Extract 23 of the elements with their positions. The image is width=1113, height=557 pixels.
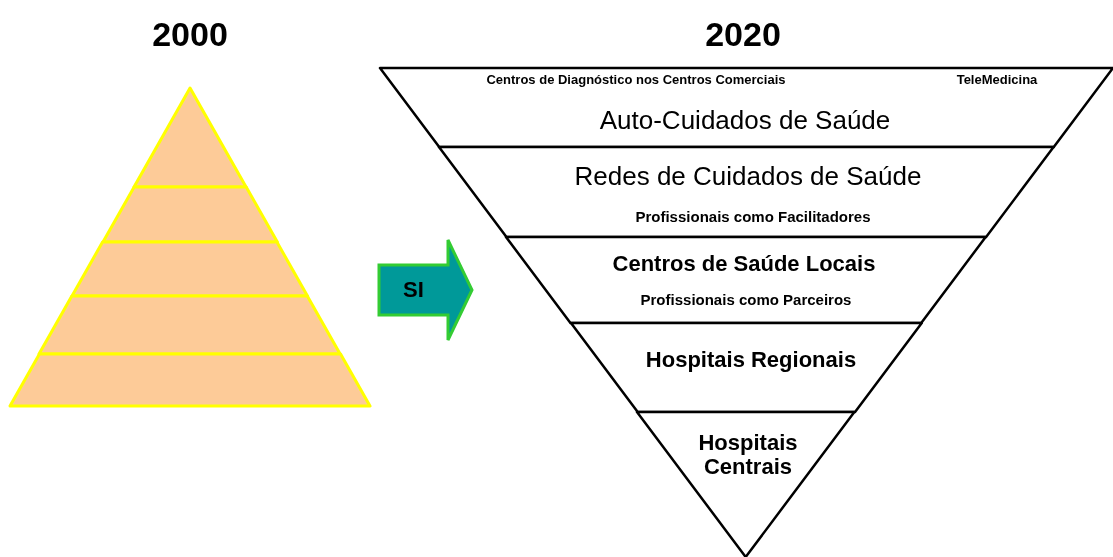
pyramid-tier	[100, 185, 280, 244]
year-heading: 2000	[152, 16, 228, 54]
tier-label: Auto-Cuidados de Saúde	[599, 105, 891, 135]
pyramid-tier	[635, 410, 857, 557]
tier-label: Hospitais Centrais	[697, 430, 799, 480]
tier-label: TeleMedicina	[956, 72, 1038, 88]
pyramid-tier	[436, 145, 1056, 239]
pyramid-tier	[568, 321, 924, 414]
tier-label: Profissionais como Parceiros	[640, 291, 852, 309]
tier-label: Centros de Saúde Locais	[612, 251, 876, 277]
pyramid-tier	[8, 352, 372, 408]
pyramid-tier	[504, 235, 988, 325]
pyramid-tier	[377, 66, 1113, 149]
tier-label: Redes de Cuidados de Saúde	[574, 161, 922, 191]
pyramid-tier	[131, 86, 248, 189]
tier-label: Centros de Diagnóstico nos Centros Comerciais	[486, 72, 786, 88]
tier-label: Hospitais Regionais	[645, 347, 857, 373]
year-heading: 2020	[705, 16, 781, 54]
pyramid-tier	[70, 240, 310, 298]
tier-label: Profissionais como Facilitadores	[635, 208, 871, 226]
pyramid-tier	[37, 294, 343, 356]
block-arrow	[377, 238, 474, 342]
edge-label: SI	[403, 277, 424, 303]
